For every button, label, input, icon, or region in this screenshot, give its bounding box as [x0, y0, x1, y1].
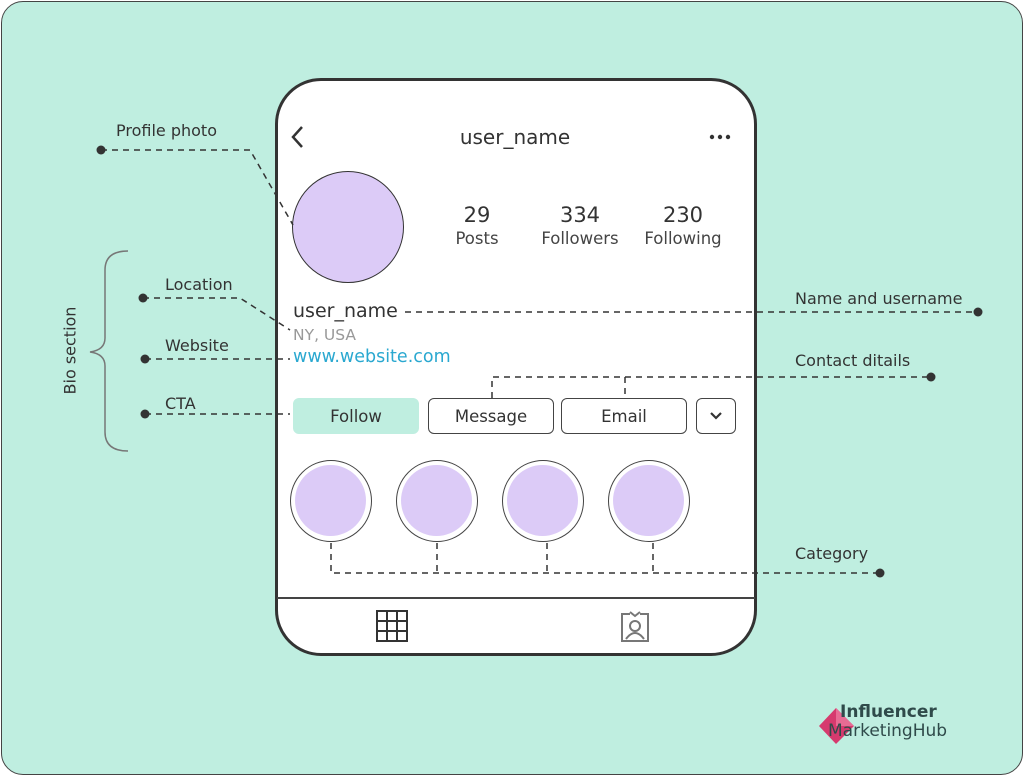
back-chevron-icon[interactable] — [290, 125, 306, 149]
tab-divider — [277, 597, 755, 599]
logo-line1: Influencer — [840, 702, 937, 722]
followers-count: 334 — [559, 203, 601, 227]
following-count: 230 — [662, 203, 704, 227]
email-button[interactable]: Email — [561, 398, 687, 434]
story-highlight[interactable] — [290, 460, 372, 542]
story-highlight[interactable] — [396, 460, 478, 542]
logo-line2: MarketingHub — [828, 721, 948, 741]
bio-website-link[interactable]: www.website.com — [293, 347, 451, 367]
follow-button[interactable]: Follow — [293, 398, 419, 434]
label-contact: Contact ditails — [795, 351, 911, 370]
more-options-button[interactable] — [696, 398, 736, 434]
story-highlight[interactable] — [608, 460, 690, 542]
following-label: Following — [644, 229, 722, 248]
bio-location: NY, USA — [293, 326, 356, 344]
logo-mark-icon — [819, 708, 854, 744]
tagged-icon[interactable] — [619, 611, 651, 643]
story-highlight[interactable] — [502, 460, 584, 542]
grid-icon[interactable] — [376, 610, 408, 642]
posts-label: Posts — [455, 229, 499, 248]
message-button[interactable]: Message — [428, 398, 554, 434]
label-name-username: Name and username — [795, 289, 963, 308]
profile-photo[interactable] — [292, 171, 404, 283]
label-cta: CTA — [165, 394, 196, 413]
phone-frame — [275, 78, 757, 656]
more-dots-icon[interactable] — [709, 133, 733, 141]
chevron-down-icon — [710, 412, 722, 420]
posts-count: 29 — [463, 203, 491, 227]
followers-label: Followers — [541, 229, 619, 248]
label-profile-photo: Profile photo — [116, 121, 217, 140]
label-category: Category — [795, 544, 869, 563]
header-title: user_name — [459, 125, 571, 149]
label-location: Location — [165, 275, 233, 294]
label-bio-section: Bio section — [60, 306, 80, 395]
label-website: Website — [165, 336, 229, 355]
bio-name: user_name — [293, 300, 398, 322]
